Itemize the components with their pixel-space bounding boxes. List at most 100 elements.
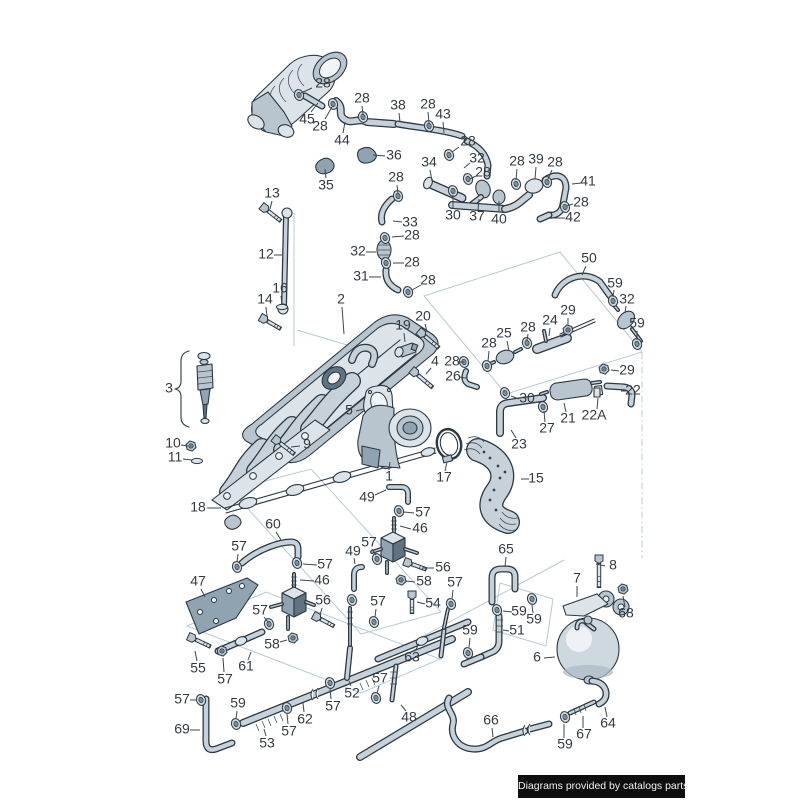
part-label-59[interactable]: 59 <box>526 604 542 627</box>
part-label-45[interactable]: 45 <box>299 102 319 127</box>
part-number-text[interactable]: 41 <box>580 173 596 189</box>
part-label-32[interactable]: 32 <box>350 243 376 259</box>
part-number-text[interactable]: 62 <box>297 711 313 727</box>
part-label-25[interactable]: 25 <box>496 325 512 352</box>
part-label-56[interactable]: 56 <box>315 592 331 616</box>
part-label-20[interactable]: 20 <box>415 308 431 333</box>
part-number-text[interactable]: 57 <box>252 602 268 618</box>
part-number-text[interactable]: 63 <box>404 649 420 665</box>
part-number-text[interactable]: 18 <box>190 499 206 515</box>
part-number-text[interactable]: 29 <box>619 362 635 378</box>
part-number-text[interactable]: 28 <box>475 164 491 180</box>
part-number-text[interactable]: 25 <box>496 325 512 341</box>
part-label-26[interactable]: 26 <box>445 368 467 384</box>
part-number-text[interactable]: 59 <box>526 611 542 627</box>
part-number-text[interactable]: 60 <box>265 516 281 532</box>
part-number-text[interactable]: 7 <box>573 570 581 586</box>
part-number-text[interactable]: 53 <box>259 735 275 751</box>
part-label-27[interactable]: 27 <box>539 410 555 436</box>
part-label-40[interactable]: 40 <box>491 201 507 227</box>
part-number-text[interactable]: 2 <box>337 291 345 307</box>
part-number-text[interactable]: 3 <box>165 380 173 396</box>
part-number-text[interactable]: 11 <box>168 449 183 465</box>
part-number-text[interactable]: 50 <box>581 250 597 266</box>
part-number-text[interactable]: 8 <box>609 557 617 573</box>
part-label-9[interactable]: 9 <box>290 436 311 452</box>
part-label-46[interactable]: 46 <box>399 520 428 536</box>
part-label-57[interactable]: 57 <box>231 538 247 563</box>
part-number-text[interactable]: 56 <box>435 559 451 575</box>
part-label-52[interactable]: 52 <box>344 680 360 701</box>
part-number-text[interactable]: 28 <box>404 227 420 243</box>
part-number-text[interactable]: 54 <box>425 595 441 611</box>
part-number-text[interactable]: 33 <box>402 214 418 230</box>
part-label-58[interactable]: 58 <box>264 636 288 652</box>
part-label-66[interactable]: 66 <box>483 712 499 738</box>
part-number-text[interactable]: 28 <box>573 194 589 210</box>
part-label-8[interactable]: 8 <box>595 557 617 573</box>
part-label-57[interactable]: 57 <box>447 574 463 600</box>
part-label-57[interactable]: 57 <box>325 688 341 714</box>
part-number-text[interactable]: 46 <box>412 520 428 536</box>
part-label-41[interactable]: 41 <box>571 173 596 189</box>
part-label-49[interactable]: 49 <box>345 543 361 565</box>
part-label-60[interactable]: 60 <box>265 516 282 541</box>
part-number-text[interactable]: 38 <box>390 97 406 113</box>
part-label-28[interactable]: 28 <box>393 254 420 270</box>
part-label-59[interactable]: 59 <box>607 275 623 298</box>
part-number-text[interactable]: 57 <box>174 691 190 707</box>
part-label-38[interactable]: 38 <box>390 97 406 123</box>
part-label-46[interactable]: 46 <box>299 572 330 588</box>
part-number-text[interactable]: 52 <box>344 685 360 701</box>
part-number-text[interactable]: 28 <box>460 133 476 149</box>
part-label-37[interactable]: 37 <box>469 198 485 224</box>
part-number-text[interactable]: 4 <box>431 353 439 369</box>
part-label-57[interactable]: 57 <box>174 691 197 707</box>
part-number-text[interactable]: 28 <box>420 96 436 112</box>
part-label-57[interactable]: 57 <box>372 670 388 694</box>
part-label-59[interactable]: 59 <box>629 315 645 340</box>
part-label-28[interactable]: 28 <box>420 96 436 124</box>
part-number-text[interactable]: 28 <box>509 153 525 169</box>
part-number-text[interactable]: 28 <box>520 319 536 335</box>
part-number-text[interactable]: 68 <box>618 605 634 621</box>
part-label-44[interactable]: 44 <box>334 121 350 148</box>
part-label-57[interactable]: 57 <box>281 713 297 739</box>
part-label-12[interactable]: 12 <box>258 246 282 262</box>
part-number-text[interactable]: 28 <box>481 335 497 351</box>
part-number-text[interactable]: 46 <box>314 572 330 588</box>
part-label-43[interactable]: 43 <box>435 106 451 134</box>
part-label-30[interactable]: 30 <box>445 195 461 223</box>
part-label-28[interactable]: 28 <box>300 75 331 94</box>
part-label-22[interactable]: 22 <box>621 382 641 398</box>
part-label-1[interactable]: 1 <box>385 461 393 484</box>
part-label-47[interactable]: 47 <box>190 573 206 598</box>
part-number-text[interactable]: 57 <box>231 538 247 554</box>
part-number-text[interactable]: 58 <box>416 573 432 589</box>
part-number-text[interactable]: 32 <box>619 291 635 307</box>
part-label-59[interactable]: 59 <box>557 724 573 752</box>
part-number-text[interactable]: 34 <box>421 154 437 170</box>
part-number-text[interactable]: 24 <box>542 312 558 328</box>
part-label-17[interactable]: 17 <box>436 461 452 485</box>
part-label-54[interactable]: 54 <box>416 595 441 611</box>
part-number-text[interactable]: 65 <box>498 541 514 557</box>
part-label-57[interactable]: 57 <box>403 504 431 520</box>
part-number-text[interactable]: 69 <box>174 721 190 737</box>
part-label-29[interactable]: 29 <box>560 302 576 325</box>
part-number-text[interactable]: 49 <box>359 489 375 505</box>
part-number-text[interactable]: 28 <box>312 118 328 134</box>
part-number-text[interactable]: 59 <box>607 275 623 291</box>
part-label-55[interactable]: 55 <box>190 650 206 676</box>
part-label-10[interactable]: 10 <box>165 435 189 451</box>
part-number-text[interactable]: 28 <box>444 353 460 369</box>
part-number-text[interactable]: 14 <box>257 291 273 307</box>
part-number-text[interactable]: 59 <box>462 622 478 638</box>
part-label-7[interactable]: 7 <box>573 570 581 597</box>
part-number-text[interactable]: 40 <box>491 211 507 227</box>
part-number-text[interactable]: 21 <box>560 410 576 426</box>
part-number-text[interactable]: 23 <box>511 436 527 452</box>
part-label-51[interactable]: 51 <box>502 622 525 638</box>
part-number-text[interactable]: 39 <box>528 151 544 167</box>
part-number-text[interactable]: 59 <box>511 603 527 619</box>
